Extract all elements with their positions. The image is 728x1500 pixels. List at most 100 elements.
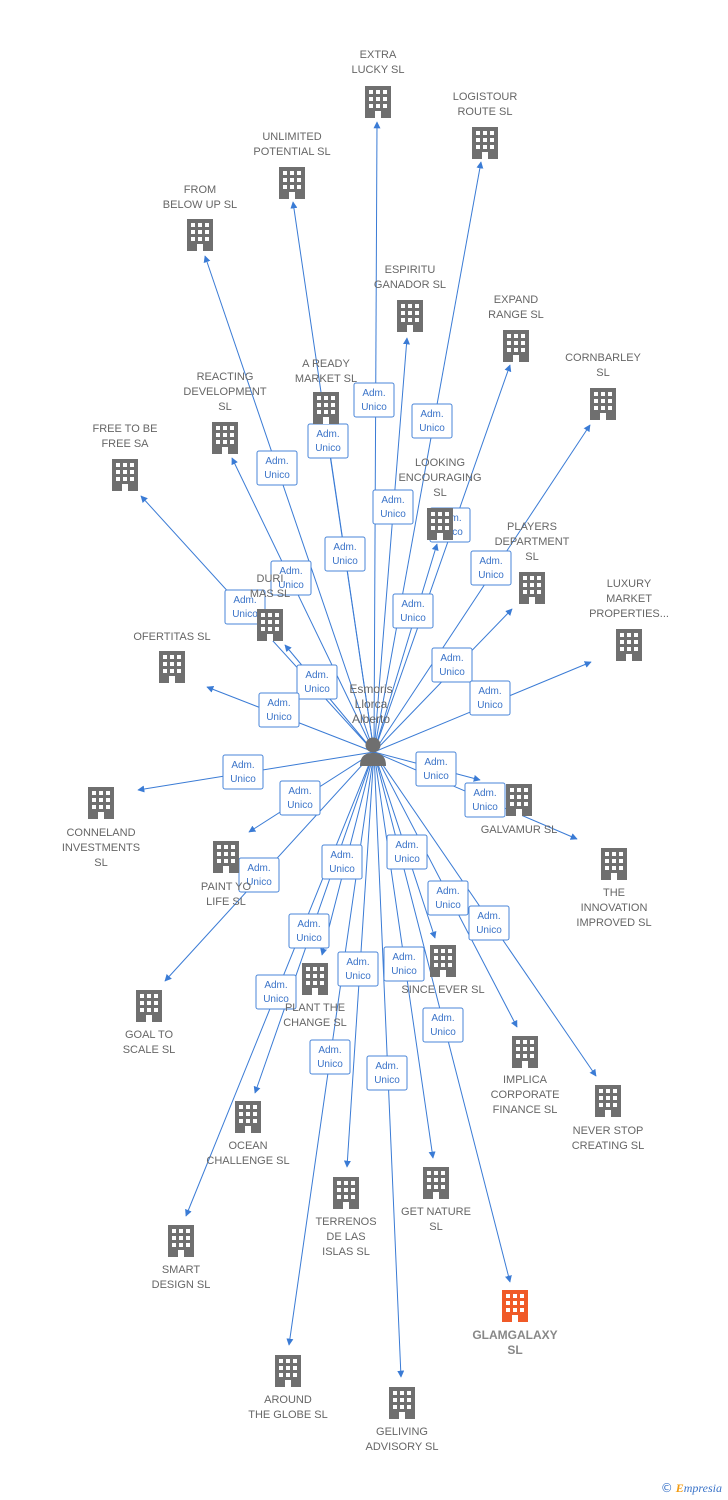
edge-label-terrenos[interactable]: Adm.Unico <box>337 951 379 987</box>
edge-label-box <box>427 880 469 916</box>
node-label-line: PLANT THE <box>285 1002 345 1014</box>
edge-label-extra-lucky[interactable]: Adm.Unico <box>353 382 395 418</box>
node-label-line: OCEAN <box>228 1140 267 1152</box>
node-luxury-market[interactable]: LUXURYMARKETPROPERTIES... <box>589 578 669 661</box>
node-label-line: FROM <box>184 184 216 196</box>
building-icon <box>423 1167 449 1199</box>
edge-label-line: Adm. <box>479 556 502 567</box>
edge-label-reacting-development[interactable]: Adm.Unico <box>270 560 312 596</box>
edge-label-duri[interactable]: Adm.Unico <box>296 664 338 700</box>
edge-logistour-route <box>373 161 484 753</box>
building-icon <box>506 784 532 816</box>
edge-label-box <box>296 664 338 700</box>
edge-label-line: Adm. <box>264 980 287 991</box>
edge-label-line: Unico <box>400 613 426 624</box>
edge-label-box <box>411 403 453 439</box>
brand-initial: E <box>675 1481 684 1495</box>
edge-label-box <box>255 974 297 1010</box>
node-label-line: SL <box>525 551 538 563</box>
edge-label-never-stop[interactable]: Adm.Unico <box>468 905 510 941</box>
edge-label-unlimited-potential[interactable]: Adm.Unico <box>307 423 349 459</box>
edge-label-players-department[interactable]: Adm.Unico <box>431 647 473 683</box>
edge-label-innovation-improved[interactable]: Adm.Unico <box>464 782 506 818</box>
edge-label-geliving[interactable]: Adm.Unico <box>366 1055 408 1091</box>
building-icon <box>275 1355 301 1387</box>
node-label-line: EXTRA <box>360 49 397 61</box>
building-icon <box>333 1177 359 1209</box>
node-label-line: GLAMGALAXY <box>472 1328 557 1342</box>
building-icon <box>365 86 391 118</box>
node-ofertitas[interactable]: OFERTITAS SL <box>133 631 211 683</box>
edge-label-looking-encouraging[interactable]: Adm.Unico <box>392 593 434 629</box>
node-label-line: SL <box>433 487 446 499</box>
edge-label-conneland[interactable]: Adm.Unico <box>222 754 264 790</box>
building-icon <box>279 167 305 199</box>
edge-label-galvamur[interactable]: Adm.Unico <box>415 751 457 787</box>
edge-label-a-ready-market[interactable]: Adm.Unico <box>324 536 366 572</box>
edge-label-box <box>238 857 280 893</box>
node-label-line: GOAL TO <box>125 1029 174 1041</box>
edge-label-espiritu-ganador[interactable]: Adm.Unico <box>372 489 414 525</box>
edge-label-box <box>309 1039 351 1075</box>
edge-label-box <box>464 782 506 818</box>
building-icon <box>427 508 453 540</box>
edge-label-free-to-be-free[interactable]: Adm.Unico <box>224 589 266 625</box>
edge-label-plant-the-change[interactable]: Adm.Unico <box>321 844 363 880</box>
node-galvamur[interactable]: GALVAMUR SL <box>481 784 558 836</box>
edge-label-ocean-challenge[interactable]: Adm.Unico <box>288 913 330 949</box>
edge-label-glamgalaxy[interactable]: Adm.Unico <box>422 1007 464 1043</box>
center-person[interactable]: Esmoris Llorca Alberto <box>349 682 393 766</box>
edge-label-ofertitas[interactable]: Adm.Unico <box>258 692 300 728</box>
node-label-line: GET NATURE <box>401 1206 471 1218</box>
edge-label-cornbarley[interactable]: Adm.Unico <box>470 550 512 586</box>
edge-label-paint-your-life[interactable]: Adm.Unico <box>279 780 321 816</box>
edge-label-from-below-up[interactable]: Adm.Unico <box>256 450 298 486</box>
edge-label-smart-design[interactable]: Adm.Unico <box>255 974 297 1010</box>
node-label-line: FREE SA <box>101 438 149 450</box>
edge-label-luxury-market[interactable]: Adm.Unico <box>469 680 511 716</box>
building-icon <box>313 392 339 424</box>
edge-label-goal-to-scale[interactable]: Adm.Unico <box>238 857 280 893</box>
edge-label-around-the-globe[interactable]: Adm.Unico <box>309 1039 351 1075</box>
edge-label-logistour-route[interactable]: Adm.Unico <box>411 403 453 439</box>
edge-label-get-nature[interactable]: Adm.Unico <box>383 946 425 982</box>
edge-label-box <box>337 951 379 987</box>
node-label-line: TERRENOS <box>315 1216 376 1228</box>
building-icon <box>430 945 456 977</box>
node-label-line: PLAYERS <box>507 521 557 533</box>
edge-label-since-ever[interactable]: Adm.Unico <box>386 834 428 870</box>
building-icon <box>397 300 423 332</box>
edge-label-line: Unico <box>435 900 461 911</box>
node-since-ever[interactable]: SINCE EVER SL <box>401 945 485 996</box>
edge-label-line: Adm. <box>477 911 500 922</box>
edge-label-implica[interactable]: Adm.Unico <box>427 880 469 916</box>
